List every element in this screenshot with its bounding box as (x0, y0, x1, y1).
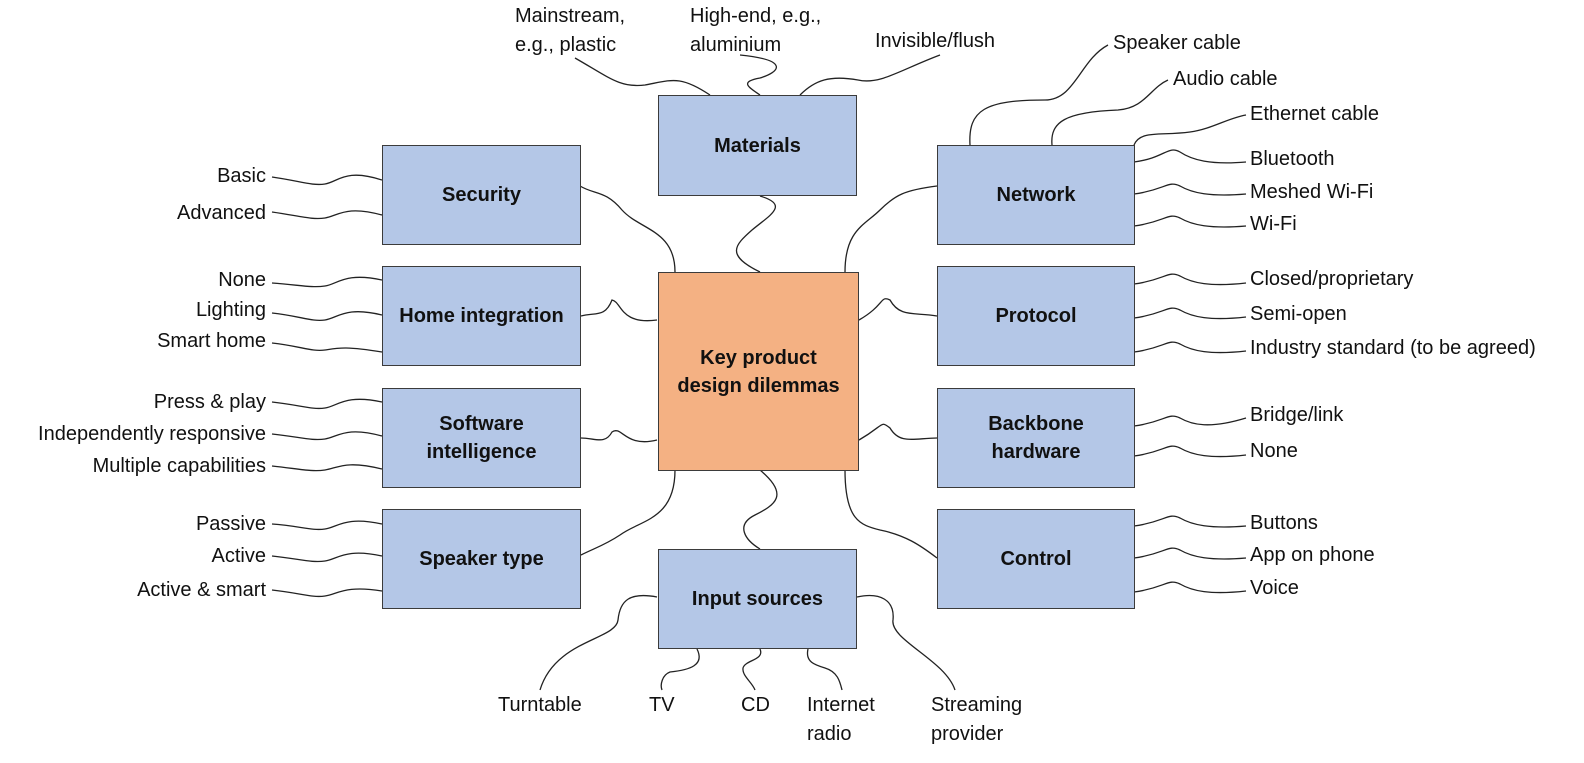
home-integration-option: None (218, 269, 266, 291)
center-label: Key product design dilemmas (677, 346, 840, 397)
materials-option: Invisible/flush (875, 30, 996, 52)
speaker-type-option: Active (211, 545, 266, 567)
control-title: Control (1000, 548, 1072, 570)
home-integration-title: Home integration (399, 305, 564, 327)
protocol-box: Protocol (937, 266, 1135, 366)
materials-title: Materials (714, 134, 801, 157)
control-box: Control (937, 509, 1135, 609)
speaker-type-title: Speaker type (419, 548, 544, 570)
materials-box: Materials (658, 95, 857, 196)
backbone-hardware-option: None (1250, 440, 1298, 462)
backbone-hardware-option: Bridge/link (1250, 404, 1344, 426)
center-box: Key product design dilemmas (658, 272, 859, 471)
software-intelligence-option: Press & play (153, 391, 266, 413)
control-option: App on phone (1250, 544, 1375, 566)
input-sources-title: Input sources (691, 588, 824, 610)
control-option: Buttons (1250, 512, 1318, 534)
security-option: Advanced (177, 202, 266, 224)
protocol-title: Protocol (995, 305, 1077, 327)
network-option: Meshed Wi-Fi (1250, 181, 1374, 203)
input-sources-option: Turntable (498, 694, 582, 716)
software-intelligence-option: Multiple capabilities (92, 455, 266, 477)
speaker-type-box: Speaker type (382, 509, 581, 609)
software-intelligence-box: Software intelligence (382, 388, 581, 488)
input-sources-option: Internet radio (807, 694, 875, 745)
protocol-option: Closed/proprietary (1250, 268, 1414, 290)
input-sources-option: TV (649, 694, 675, 716)
protocol-option: Semi-open (1250, 303, 1347, 325)
software-intelligence-option: Independently responsive (38, 423, 266, 445)
control-option: Voice (1250, 577, 1299, 599)
protocol-option: Industry standard (to be agreed) (1250, 337, 1536, 359)
software-intelligence-title: Software intelligence (426, 413, 537, 463)
input-sources-box: Input sources (658, 549, 857, 649)
security-option: Basic (217, 165, 266, 187)
speaker-type-option: Passive (195, 513, 266, 535)
materials-option: High-end, e.g., aluminium (690, 5, 822, 56)
security-title: Security (442, 184, 521, 206)
network-option: Audio cable (1173, 68, 1278, 90)
security-box: Security (382, 145, 581, 245)
backbone-hardware-box: Backbone hardware (937, 388, 1135, 488)
network-option: Wi-Fi (1250, 213, 1297, 235)
backbone-hardware-title: Backbone hardware (988, 413, 1084, 463)
input-sources-option: CD (741, 694, 770, 716)
input-sources-option: Streaming provider (931, 694, 1023, 745)
network-option: Speaker cable (1113, 32, 1241, 54)
network-title: Network (996, 184, 1076, 206)
materials-option: Mainstream, e.g., plastic (515, 5, 626, 56)
network-option: Bluetooth (1250, 148, 1335, 170)
home-integration-box: Home integration (382, 266, 581, 366)
home-integration-option: Smart home (157, 330, 266, 352)
network-box: Network (937, 145, 1135, 245)
network-option: Ethernet cable (1250, 103, 1379, 125)
speaker-type-option: Active & smart (137, 579, 266, 601)
home-integration-option: Lighting (195, 299, 266, 321)
